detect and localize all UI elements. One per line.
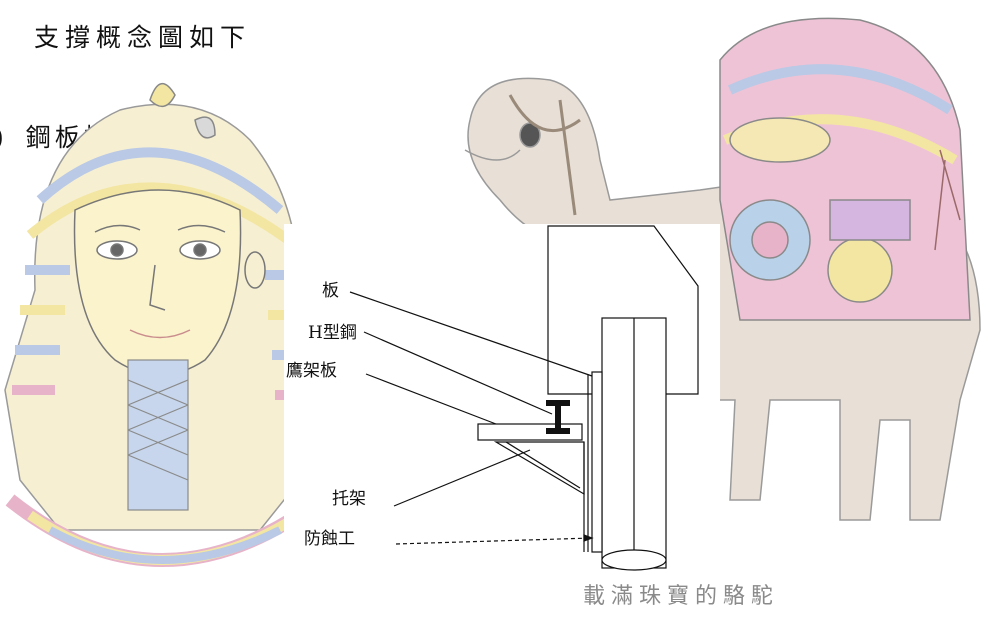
label-bracket: 托架 (332, 489, 366, 509)
leader-anticorrosion (395, 537, 593, 545)
pile-bottom (601, 549, 667, 571)
camel-caption: 載滿珠寶的駱駝 (583, 584, 780, 609)
pharaoh-beard (127, 359, 189, 511)
subheading-bracket: ) (0, 123, 8, 152)
leader-bracket (393, 449, 531, 507)
label-anticorrosion: 防蝕工 (304, 529, 355, 549)
pharaoh-face (73, 189, 266, 376)
leader-scaffold (365, 373, 497, 425)
label-plate: 板 (322, 281, 339, 301)
uraeus-emblem (149, 83, 216, 139)
h-beam (546, 400, 570, 434)
leader-plate (349, 291, 593, 377)
pharaoh-mask-drawing (4, 83, 325, 567)
label-scaffold-plate: 鷹架板 (286, 361, 337, 381)
bracket (493, 441, 585, 496)
page-heading: 支撐概念圖如下 (34, 23, 252, 52)
anticorrosion-strip (591, 371, 603, 553)
label-h-beam: H型鋼 (308, 323, 357, 343)
leader-h-beam (363, 331, 553, 415)
camel-saddle (719, 17, 971, 321)
support-diagram: 板 H型鋼 鷹架板 托架 防蝕工 (284, 224, 720, 580)
pharaoh-collar (5, 494, 325, 567)
camel-bridle (508, 94, 581, 216)
camel-drawing (464, 17, 981, 521)
support-diagram-svg (349, 225, 699, 571)
